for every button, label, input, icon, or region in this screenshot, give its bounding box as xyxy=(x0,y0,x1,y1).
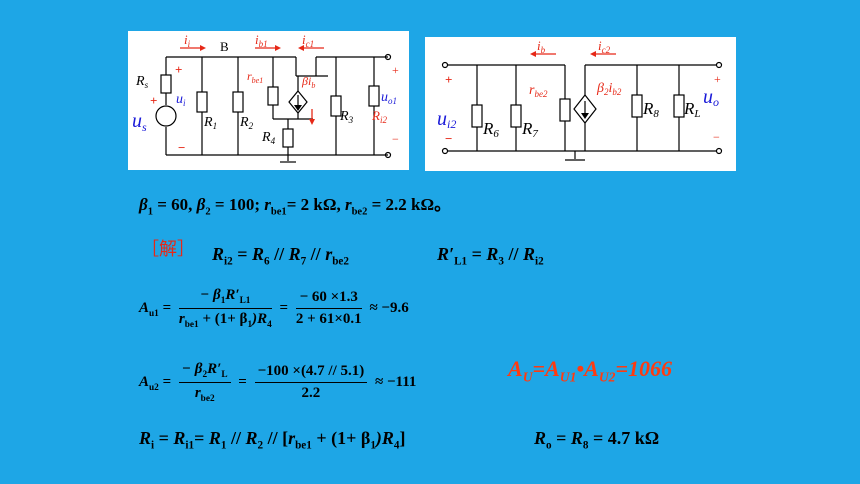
output-minus: − xyxy=(392,132,399,146)
source-minus: − xyxy=(178,140,185,155)
circuit-diagram-1: ii B ib1 ic1 Rs + + − ui us R1 R2 rbe1 β… xyxy=(128,31,409,170)
au2-equation: Au2 = − β2R′L rbe2 = −100 ×(4.7 // 5.1) … xyxy=(139,361,417,404)
label-node-b: B xyxy=(220,39,229,54)
label-beta-ib: βib xyxy=(301,74,315,90)
label-ic2: ic2 xyxy=(598,38,611,55)
label-ic1: ic1 xyxy=(302,32,314,49)
label-r6: R6 xyxy=(482,119,499,140)
total-gain-result: AU=AU1•AU2=1066 xyxy=(508,356,673,385)
label-rbe2: rbe2 xyxy=(529,83,548,99)
label-rl: RL xyxy=(683,99,701,120)
au2-numeric-fraction: −100 ×(4.7 // 5.1) 2.2 xyxy=(254,363,368,402)
label-uo: uo xyxy=(703,86,719,109)
output-plus: + xyxy=(714,72,721,86)
au1-numeric-fraction: − 60 ×1.3 2 + 61×0.1 xyxy=(295,289,362,327)
label-ib: ib xyxy=(537,38,546,55)
source-plus-2: + xyxy=(150,93,157,108)
label-us: us xyxy=(132,110,147,134)
label-rbe1: rbe1 xyxy=(247,69,263,85)
circuit-diagram-2: ib ic2 + − ui2 R6 R7 rbe2 β2ib2 R8 RL uo… xyxy=(425,37,736,171)
label-uo1: uo1 xyxy=(381,90,397,106)
label-r2: R2 xyxy=(239,115,254,131)
label-r1: R1 xyxy=(203,115,217,131)
input-plus: + xyxy=(445,72,452,87)
label-ib1: ib1 xyxy=(255,32,268,49)
label-r3: R3 xyxy=(339,109,354,125)
output-minus: − xyxy=(713,130,720,144)
ro-equation: Ro = R8 = 4.7 kΩ xyxy=(534,428,660,452)
output-plus: + xyxy=(392,63,399,77)
parameters-line: β1 = 60, β2 = 100; rbe1= 2 kΩ, rbe2 = 2.… xyxy=(139,195,452,218)
ri2-equation: Ri2 = R6 // R7 // rbe2 xyxy=(212,244,349,268)
label-beta2-ib2: β2ib2 xyxy=(596,81,622,97)
au1-symbolic-fraction: − β1R′L1 rbe1 + (1+ β1)R4 xyxy=(178,287,272,330)
circuit-2-schematic: ib ic2 + − ui2 R6 R7 rbe2 β2ib2 R8 RL uo… xyxy=(437,38,723,161)
au1-equation: Au1 = − β1R′L1 rbe1 + (1+ β1)R4 = − 60 ×… xyxy=(139,287,409,330)
ri-equation: Ri = Ri1= R1 // R2 // [rbe1 + (1+ β1)R4] xyxy=(139,428,406,452)
circuit-1-schematic: ii B ib1 ic1 Rs + + − ui us R1 R2 rbe1 β… xyxy=(132,32,399,163)
label-rs: Rs xyxy=(135,74,149,90)
label-r4: R4 xyxy=(261,130,276,146)
source-plus: + xyxy=(175,62,182,77)
solution-label: ［解］ xyxy=(141,239,195,260)
rl1-equation: R′L1 = R3 // Ri2 xyxy=(437,244,544,268)
label-ii: ii xyxy=(184,32,191,49)
label-ui2: ui2 xyxy=(437,108,456,131)
label-ui: ui xyxy=(176,92,186,108)
input-minus: − xyxy=(445,131,452,146)
au2-symbolic-fraction: − β2R′L rbe2 xyxy=(178,361,231,404)
label-r7: R7 xyxy=(521,119,538,140)
label-r8: R8 xyxy=(642,99,659,120)
label-ri2: Ri2 xyxy=(371,108,387,125)
